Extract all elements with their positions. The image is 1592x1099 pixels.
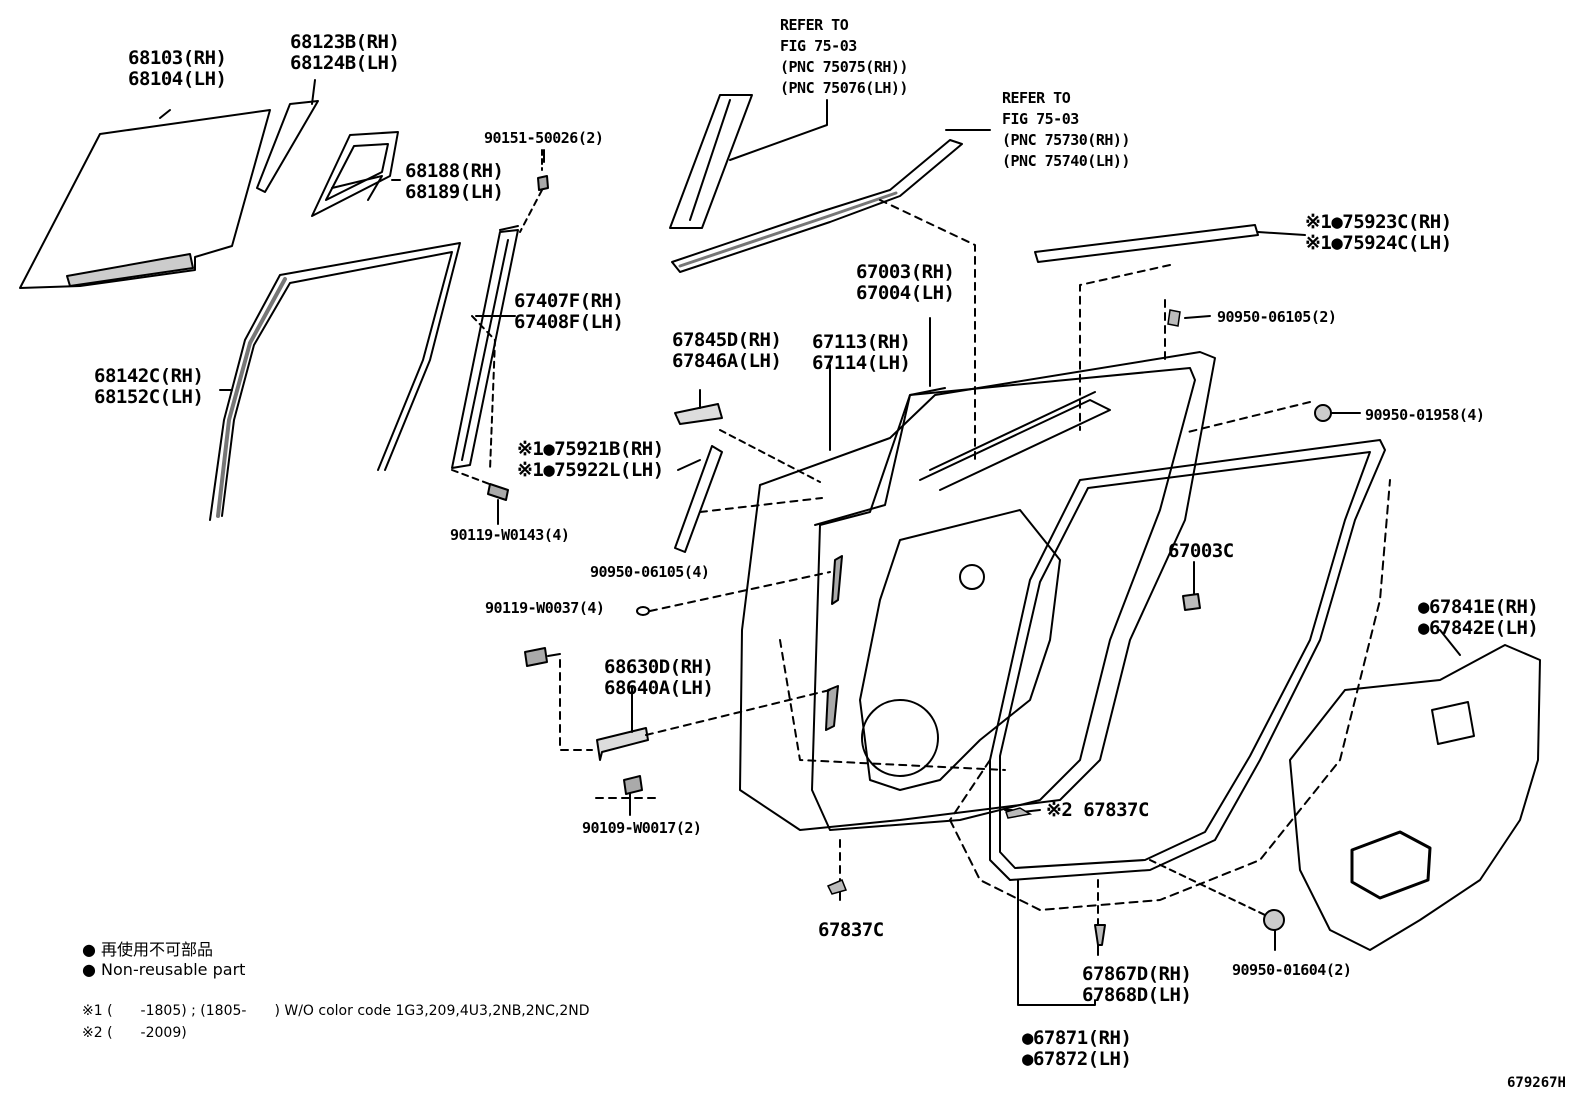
belt-moulding-75075	[669, 94, 753, 229]
label-90950-06105-4: 90950-06105(4)	[590, 563, 710, 581]
service-hole-cover	[1289, 644, 1541, 951]
label-68103: 68103(RH)68104(LH)	[128, 47, 227, 90]
label-90119-w0143: 90119-W0143(4)	[450, 526, 570, 544]
screw-90151	[519, 149, 549, 233]
clip-67867d	[1094, 924, 1106, 946]
bolt-90109-w0017	[623, 775, 643, 795]
lock-striker	[596, 727, 649, 761]
legend-english: ● Non-reusable part	[82, 960, 246, 979]
hinge-67845	[674, 403, 723, 425]
note-2: ※2 ( -2009)	[82, 1025, 187, 1041]
clip-67837c-a	[1005, 807, 1033, 819]
quarter-glass	[256, 100, 319, 193]
label-67003: 67003(RH)67004(LH)	[856, 261, 955, 304]
label-90950-01958: 90950-01958(4)	[1365, 406, 1485, 424]
label-67837c-a: ※2 67837C	[1046, 799, 1149, 821]
moulding-75921	[674, 445, 723, 553]
grommet	[636, 606, 650, 616]
clip-67837c-b	[826, 879, 848, 895]
label-90109-w0017: 90109-W0017(2)	[582, 819, 702, 837]
label-90119-w0037: 90119-W0037(4)	[485, 599, 605, 617]
moulding-75923	[1034, 224, 1259, 263]
legend-japanese: ● 再使用不可部品	[82, 940, 214, 959]
label-68630d: 68630D(RH)68640A(LH)	[604, 656, 714, 699]
label-68142c: 68142C(RH)68152C(LH)	[94, 365, 204, 408]
door-inner-panel	[811, 367, 1196, 831]
label-67841e: ●67841E(RH)●67842E(LH)	[1418, 596, 1539, 639]
quarter-glass-seal	[311, 131, 399, 217]
clip-90950-06105	[1167, 309, 1181, 327]
label-67003c: 67003C	[1168, 540, 1234, 562]
label-75921b: ※1●75921B(RH)※1●75922L(LH)	[517, 438, 664, 481]
label-67113: 67113(RH)67114(LH)	[812, 331, 911, 374]
bolt-90119-w0143	[451, 315, 509, 518]
figure-reference: 679267H	[1506, 1075, 1566, 1091]
label-68123b: 68123B(RH)68124B(LH)	[290, 31, 400, 74]
label-67871: ●67871(RH)●67872(LH)	[1022, 1027, 1132, 1070]
label-67867d: 67867D(RH)67868D(LH)	[1082, 963, 1192, 1006]
label-68188: 68188(RH)68189(LH)	[405, 160, 504, 203]
label-67837c-b: 67837C	[818, 919, 884, 941]
note-1: ※1 ( -1805) ; (1805- ) W/O color code 1G…	[82, 1003, 590, 1019]
clip-67003c	[1182, 593, 1201, 611]
window-glass	[19, 109, 271, 289]
label-75923c: ※1●75923C(RH)※1●75924C(LH)	[1305, 211, 1452, 254]
label-67845d: 67845D(RH)67846A(LH)	[672, 329, 782, 372]
door-outer-panel	[739, 351, 1216, 831]
door-seal-outline	[949, 479, 1391, 911]
label-67407f: 67407F(RH)67408F(LH)	[514, 290, 624, 333]
belt-weatherstrip-75730	[671, 139, 963, 273]
label-90151-50026: 90151-50026(2)	[484, 129, 604, 147]
division-bar	[451, 225, 519, 469]
glass-run	[209, 242, 461, 521]
label-90950-01604: 90950-01604(2)	[1232, 961, 1352, 979]
clip-90950-01958	[1314, 404, 1332, 422]
label-90950-06105-2: 90950-06105(2)	[1217, 308, 1337, 326]
door-weatherstrip	[989, 439, 1386, 881]
bolt-90119-w0037	[524, 647, 561, 667]
